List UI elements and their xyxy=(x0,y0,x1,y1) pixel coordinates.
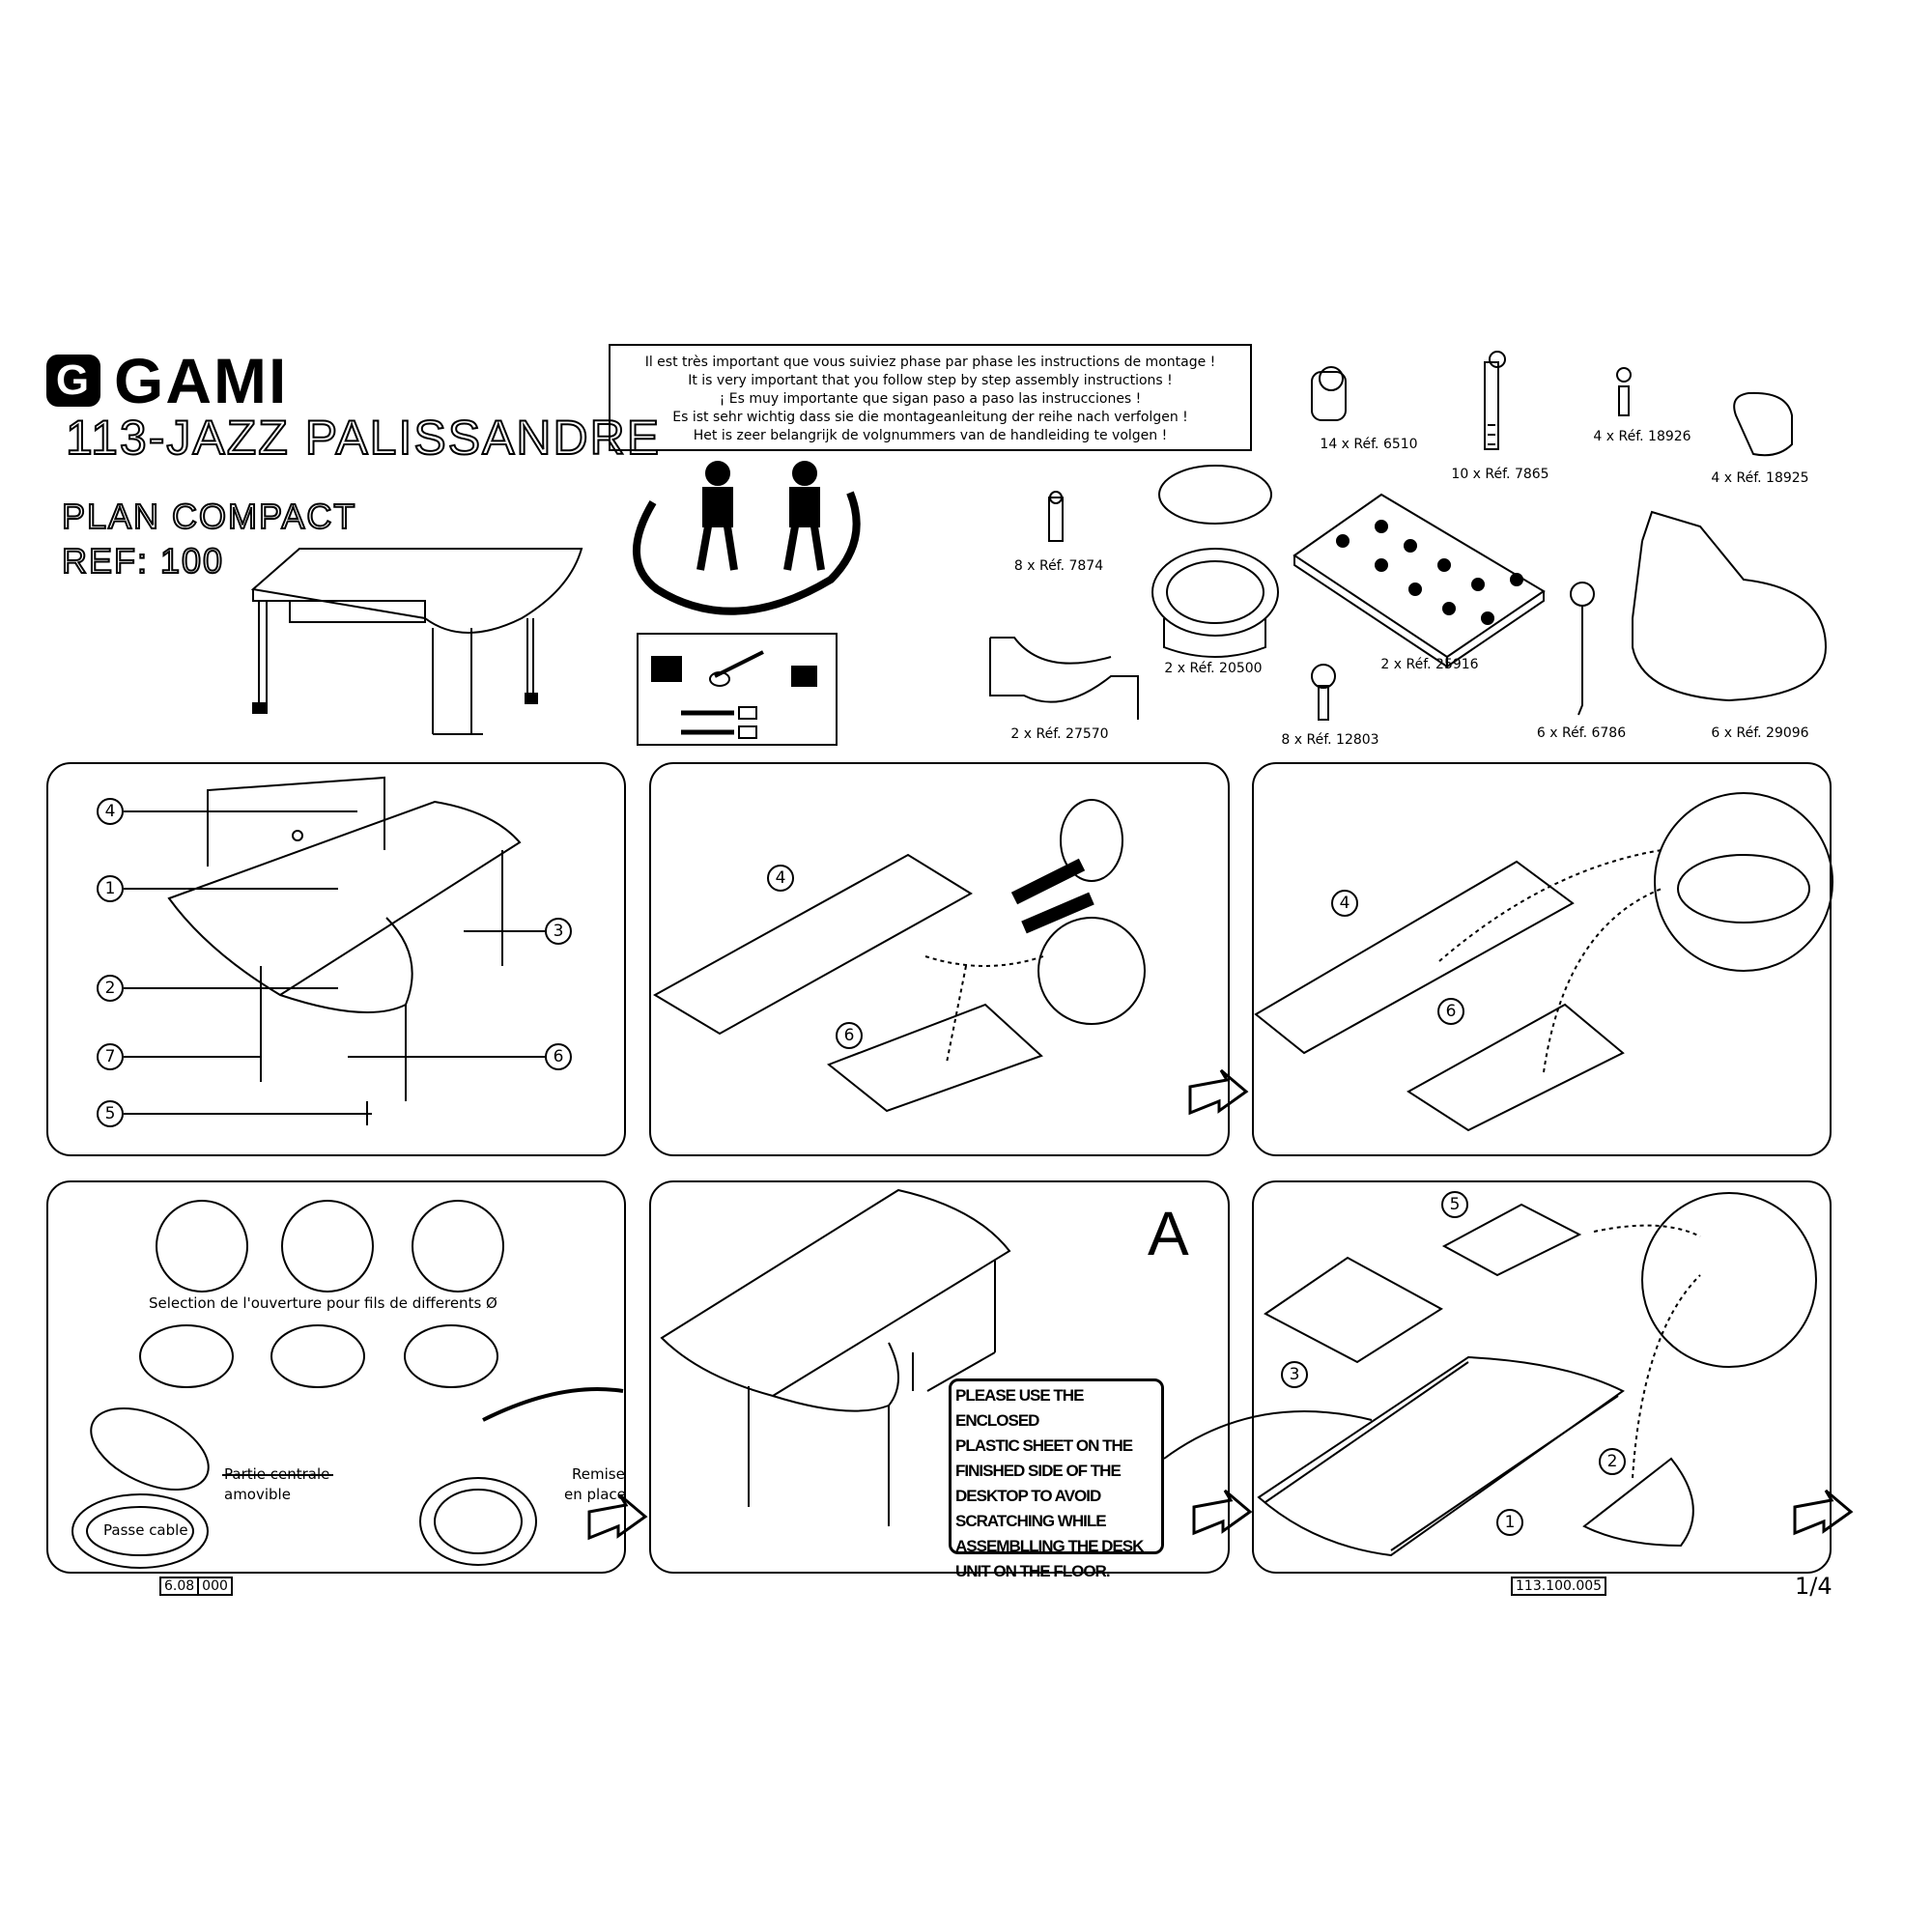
code-part: 113.100.005 xyxy=(1516,1578,1603,1594)
callout-6: 6 xyxy=(545,1043,572,1070)
warning-line: PLASTIC SHEET ON THE xyxy=(955,1436,1133,1455)
document-code-right: 113.100.005 xyxy=(1511,1577,1607,1596)
callout-4: 4 xyxy=(97,798,124,825)
removable-label: Partie centrale xyxy=(224,1465,330,1483)
two-person-assembly-icon xyxy=(632,461,861,615)
callout-5: 5 xyxy=(97,1100,124,1127)
warning-line: PLEASE USE THE ENCLOSED xyxy=(955,1386,1084,1430)
product-title: 113-JAZZ PALISSANDRE xyxy=(65,410,662,466)
step-5-desk-drawing xyxy=(660,1188,1011,1526)
code-part: 6.08 xyxy=(164,1578,195,1594)
callout-3: 3 xyxy=(545,918,572,945)
step-3-panels-drawing xyxy=(1254,792,1833,1132)
step-1-panel xyxy=(46,762,626,1156)
part-label: 6 x Réf. 29096 xyxy=(1711,725,1809,741)
desk-overview-drawing xyxy=(250,548,583,735)
replace-label: Remise xyxy=(572,1465,625,1483)
replace-label-2: en place xyxy=(564,1486,626,1503)
part-label: 4 x Réf. 18925 xyxy=(1711,470,1809,486)
step-1-desk-drawing xyxy=(124,776,545,1125)
warning-line: SCRATCHING WHILE xyxy=(955,1512,1107,1530)
notice-line-de: Es ist sehr wichtig dass sie die montage… xyxy=(672,410,1188,425)
product-subtitle: PLAN COMPACT xyxy=(61,496,357,537)
step-3-panel xyxy=(1252,762,1832,1156)
code-part: 000 xyxy=(197,1578,231,1594)
callout-2: 2 xyxy=(1599,1448,1626,1475)
product-subtitle-block: PLAN COMPACT REF: 100 xyxy=(61,495,357,583)
part-label: 2 x Réf. 25916 xyxy=(1380,657,1479,672)
notice-line-es: ¡ Es muy importante que sigan paso a pas… xyxy=(719,391,1142,407)
warning-line: ASSEMBLLING THE DESK xyxy=(955,1537,1144,1555)
removable-label-2: amovible xyxy=(224,1486,291,1503)
callout-7: 7 xyxy=(97,1043,124,1070)
part-label: 6 x Réf. 6786 xyxy=(1536,725,1627,741)
part-label: 4 x Réf. 18926 xyxy=(1593,429,1691,444)
page-number: 1/4 xyxy=(1795,1573,1833,1600)
notice-line-fr: Il est très important que vous suiviez p… xyxy=(644,355,1216,370)
step-5-panel xyxy=(649,1180,1230,1574)
g-logo-icon: G xyxy=(46,355,100,407)
product-reference: REF: 100 xyxy=(61,540,225,582)
warning-line: FINISHED SIDE OF THE xyxy=(955,1462,1122,1480)
selection-caption: Selection de l'ouverture pour fils de di… xyxy=(149,1294,497,1312)
part-label: 8 x Réf. 7874 xyxy=(1013,558,1104,574)
callout-2: 2 xyxy=(97,975,124,1002)
callout-4: 4 xyxy=(767,865,794,892)
tools-box xyxy=(637,633,838,746)
callout-4: 4 xyxy=(1331,890,1358,917)
hardware-drawings xyxy=(989,351,1828,721)
next-step-arrows xyxy=(587,1068,1854,1541)
document-code-left: 6.08 000 xyxy=(159,1577,233,1596)
cable-pass-label: Passe cable xyxy=(103,1521,188,1539)
part-label: 2 x Réf. 27570 xyxy=(1010,726,1109,742)
warning-line: UNIT ON THE FLOOR. xyxy=(955,1562,1111,1580)
notice-line-en: It is very important that you follow ste… xyxy=(688,373,1173,388)
tools-icons xyxy=(651,650,817,739)
step-marker: A xyxy=(1148,1199,1189,1268)
gami-logo: G GAMI xyxy=(46,344,288,417)
callout-6: 6 xyxy=(836,1022,863,1049)
warning-line: DESKTOP TO AVOID xyxy=(955,1487,1101,1505)
part-label: 10 x Réf. 7865 xyxy=(1451,467,1549,482)
part-label: 2 x Réf. 20500 xyxy=(1164,661,1263,676)
step-2-panel xyxy=(649,762,1230,1156)
callout-3: 3 xyxy=(1281,1361,1308,1388)
plastic-sheet-warning: PLEASE USE THE ENCLOSED PLASTIC SHEET ON… xyxy=(949,1378,1164,1580)
callout-6: 6 xyxy=(1437,998,1464,1025)
part-label: 8 x Réf. 12803 xyxy=(1281,732,1379,748)
step-6-panel xyxy=(1252,1180,1832,1574)
step-4-panel xyxy=(46,1180,626,1574)
callout-1: 1 xyxy=(97,875,124,902)
callout-1: 1 xyxy=(1496,1509,1523,1536)
step-4-grommet-drawings xyxy=(71,1200,624,1569)
instructions-notice: Il est très important que vous suiviez p… xyxy=(609,344,1252,451)
step-2-panels-drawing xyxy=(652,799,1146,1113)
notice-line-nl: Het is zeer belangrijk de volgnummers va… xyxy=(693,428,1168,443)
brand-name: GAMI xyxy=(114,345,289,416)
part-label: 14 x Réf. 6510 xyxy=(1320,437,1418,452)
callout-5: 5 xyxy=(1441,1191,1468,1218)
step-6-desk-assembly-drawing xyxy=(1163,1192,1817,1557)
